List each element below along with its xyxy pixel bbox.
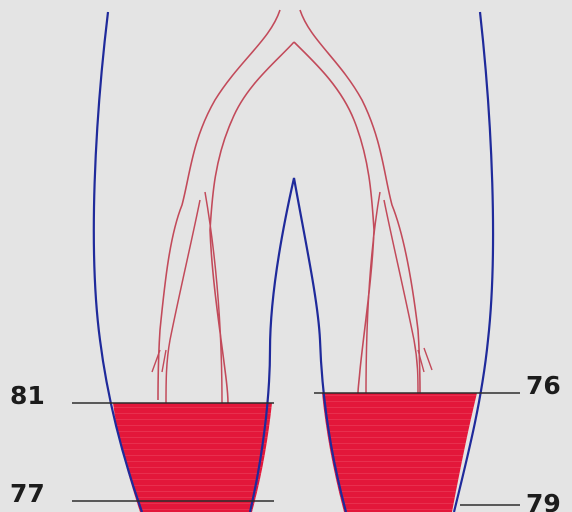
vessel-outer-left	[158, 10, 280, 400]
label-right-top: 76	[526, 371, 561, 400]
vessel-inner-right	[294, 42, 374, 393]
right-filled-region	[322, 393, 477, 512]
inner-leg-outline	[250, 178, 346, 512]
vessel-branch-left-a	[166, 200, 200, 403]
label-left-bottom: 77	[10, 479, 45, 508]
label-left-top: 81	[10, 381, 45, 410]
label-right-bottom: 79	[526, 489, 561, 512]
vessel-branch-left-b	[205, 192, 222, 403]
vessel-inner-left	[210, 42, 294, 403]
